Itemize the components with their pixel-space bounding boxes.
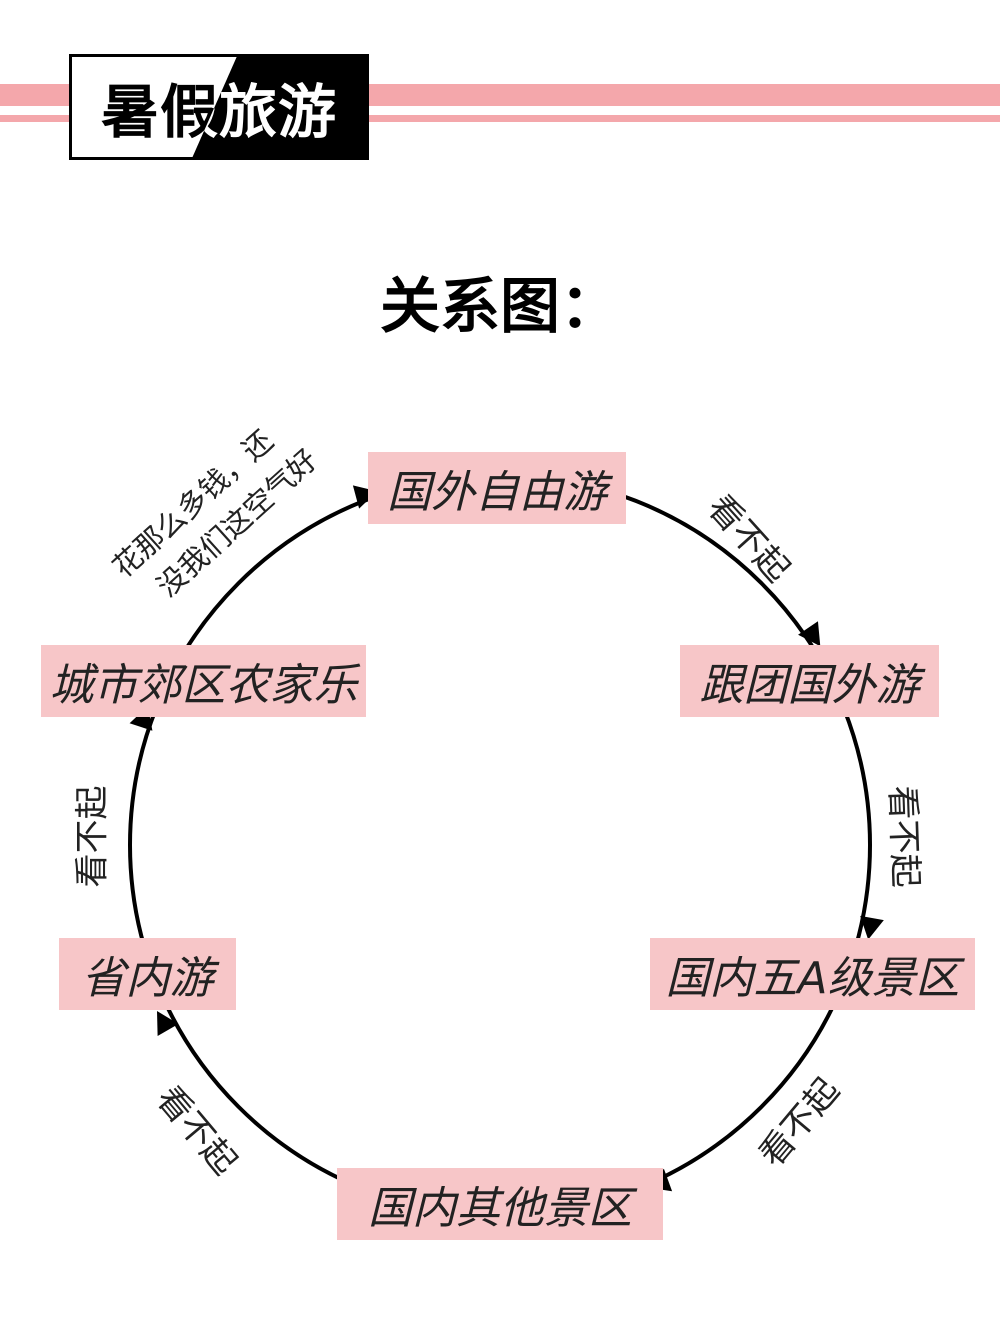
node-foreign-free-travel: 国外自由游 [368,452,626,524]
node-foreign-group-tour: 跟团国外游 [680,645,939,717]
header-title-box: 暑假旅游 暑假旅游 [69,54,369,160]
edge-label-2-3: 看不起 [881,784,926,889]
edge-label-5-6: 看不起 [72,785,113,888]
node-suburban-farm-stay: 城市郊区农家乐 [41,645,366,717]
arrow-to-node-5 [157,1010,179,1036]
node-domestic-5a-scenic: 国内五A级景区 [650,938,975,1010]
cycle-circle [128,473,872,1217]
arrow-to-node-2 [798,621,821,647]
header-title: 暑假旅游 [100,78,337,146]
node-in-province-travel: 省内游 [59,938,236,1010]
arrowheads [129,485,884,1192]
header-stripe-thin [0,115,1000,122]
node-domestic-other-scenic: 国内其他景区 [337,1168,663,1240]
diagram-title: 关系图： [380,272,620,342]
arrow-to-node-3 [860,915,884,940]
